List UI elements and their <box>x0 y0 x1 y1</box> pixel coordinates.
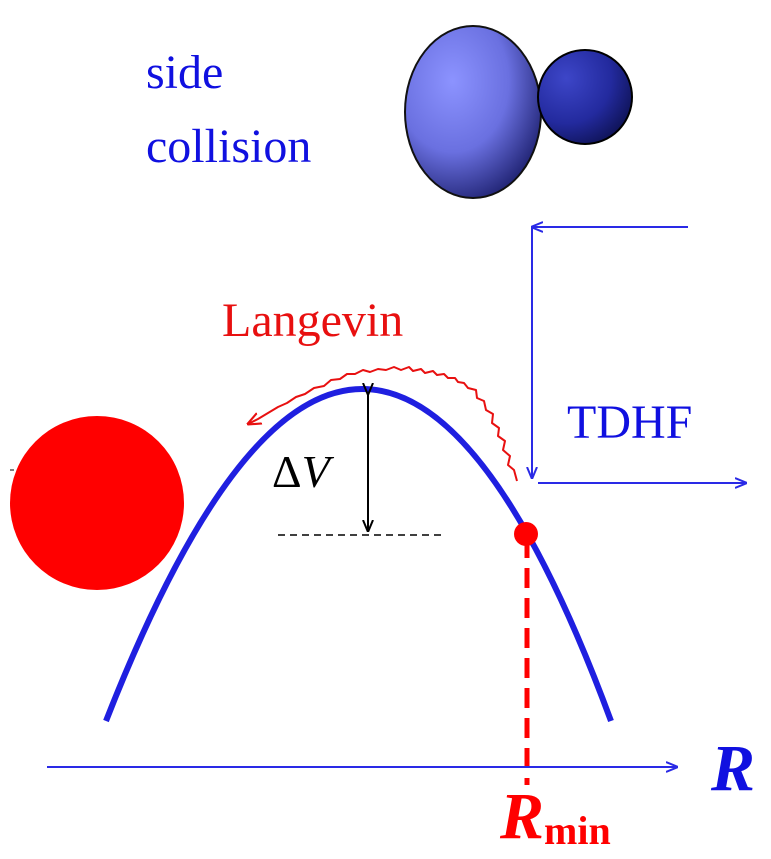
delta-symbol: Δ <box>272 446 302 497</box>
label-r-axis: R <box>710 732 755 805</box>
label-delta-v: ΔV <box>272 446 335 497</box>
label-r-min: Rmin <box>499 780 611 853</box>
label-collision: collision <box>146 120 311 173</box>
label-side: side <box>146 46 223 99</box>
r-min-main: R <box>499 780 544 853</box>
small-nucleus <box>537 49 633 145</box>
langevin-trajectory <box>248 366 518 482</box>
delta-v-variable: V <box>302 446 335 497</box>
potential-barrier-curve <box>103 386 614 723</box>
nuclei-illustration <box>404 25 633 199</box>
label-langevin: Langevin <box>222 294 403 347</box>
label-tdhf: TDHF <box>567 396 692 449</box>
red-nucleus <box>10 416 184 590</box>
large-nucleus <box>404 25 542 199</box>
r-min-subscript: min <box>544 808 611 853</box>
r-min-point <box>514 522 538 546</box>
